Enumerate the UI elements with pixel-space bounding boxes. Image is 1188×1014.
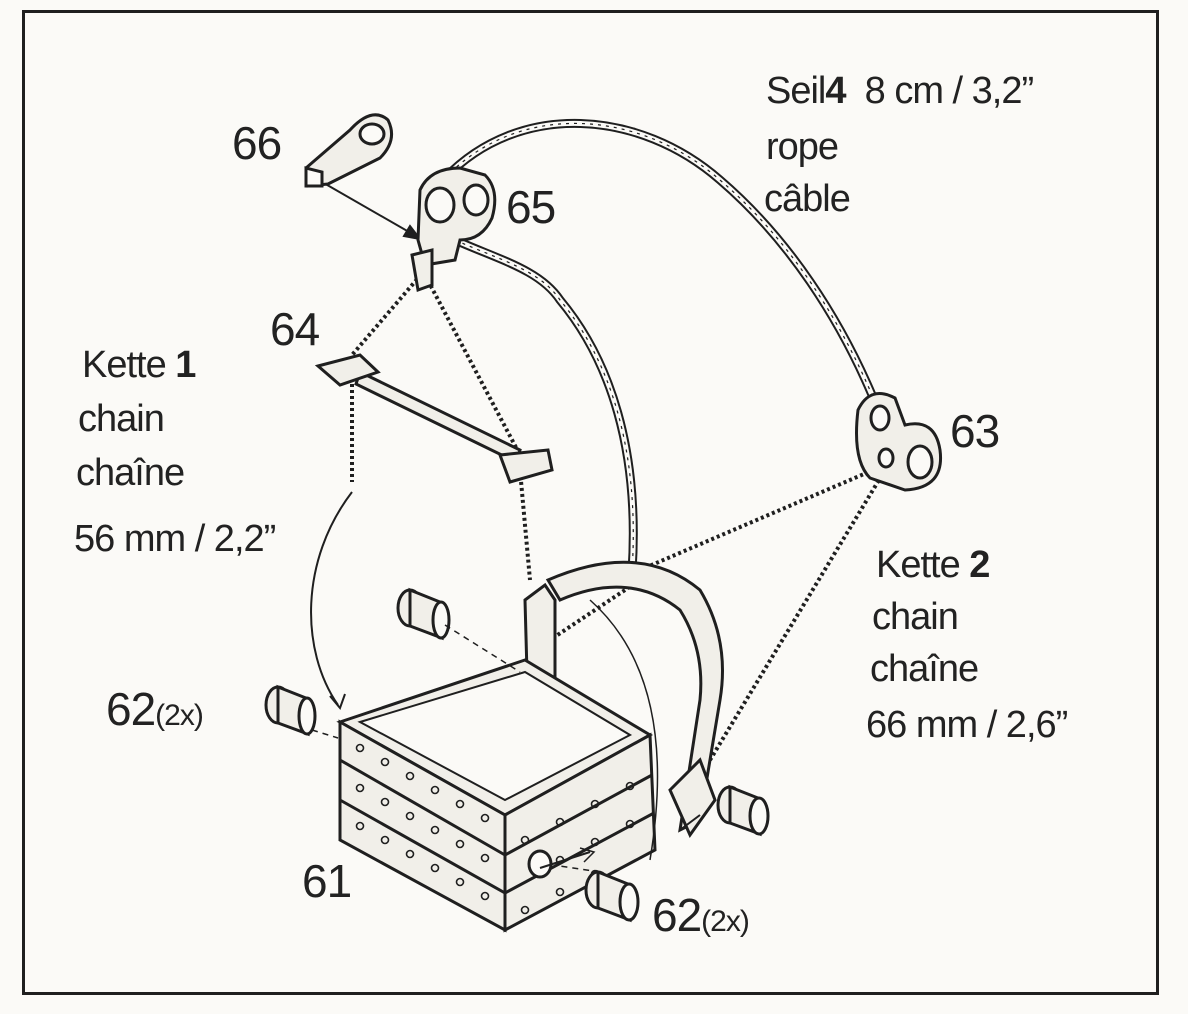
part-label-62-left: 62(2x) xyxy=(106,683,204,735)
part-63-plate xyxy=(855,392,943,492)
chain1-number: 1 xyxy=(175,344,196,386)
part-62-bottom-number: 62 xyxy=(652,889,702,941)
part-label-64: 64 xyxy=(270,303,320,355)
chain2-word-fr: chaîne xyxy=(870,648,979,690)
assembly-arrow-66 xyxy=(321,181,423,241)
part-64-spreader-bar xyxy=(314,353,554,484)
chain2-length: 66 mm / 2,6” xyxy=(866,704,1068,746)
part-62-bottom-qty: (2x) xyxy=(701,905,750,938)
rope-length: 8 cm / 3,2” xyxy=(864,70,1034,112)
rope-cable xyxy=(441,118,877,573)
part-label-61: 61 xyxy=(302,855,352,907)
chain2-word-en: chain xyxy=(872,596,959,638)
alignment-lines xyxy=(311,624,601,873)
part-61-bucket xyxy=(336,560,724,933)
chain1-word-fr: chaîne xyxy=(76,452,185,494)
chain1-label-line1: Kette 1 xyxy=(82,344,196,386)
part-62-pins xyxy=(264,587,770,923)
pin-bottom xyxy=(584,869,640,923)
part-label-62-bottom: 62(2x) xyxy=(652,889,750,941)
assembly-arrow-left xyxy=(310,491,353,710)
rope-word-de: Seil xyxy=(766,70,826,112)
pivot-guide-circle xyxy=(539,599,701,869)
pin-top-center xyxy=(396,587,451,641)
pin-right xyxy=(716,784,770,837)
part-66-bracket xyxy=(304,113,394,188)
chain2-number: 2 xyxy=(969,544,990,586)
rope-label-line1: Seil4 8 cm / 3,2” xyxy=(766,70,1034,112)
part-65-plate xyxy=(410,166,497,293)
rope-number: 4 xyxy=(825,70,846,112)
chain2-word-de: Kette xyxy=(876,544,961,586)
part-62-left-qty: (2x) xyxy=(155,699,204,732)
chain1-word-de: Kette xyxy=(82,344,167,386)
chain-1 xyxy=(350,268,532,581)
part-label-65: 65 xyxy=(506,181,556,233)
part-label-66: 66 xyxy=(232,117,282,169)
chain-2 xyxy=(548,463,887,762)
rope-word-fr: câble xyxy=(764,178,851,220)
part-label-63: 63 xyxy=(950,405,1000,457)
pin-left xyxy=(264,684,317,737)
bucket-perforations xyxy=(355,743,635,915)
chain2-label-line1: Kette 2 xyxy=(876,544,990,586)
rope-word-en: rope xyxy=(766,126,839,168)
chain1-length: 56 mm / 2,2” xyxy=(74,518,276,560)
part-62-left-number: 62 xyxy=(106,683,156,735)
chain1-word-en: chain xyxy=(78,398,165,440)
